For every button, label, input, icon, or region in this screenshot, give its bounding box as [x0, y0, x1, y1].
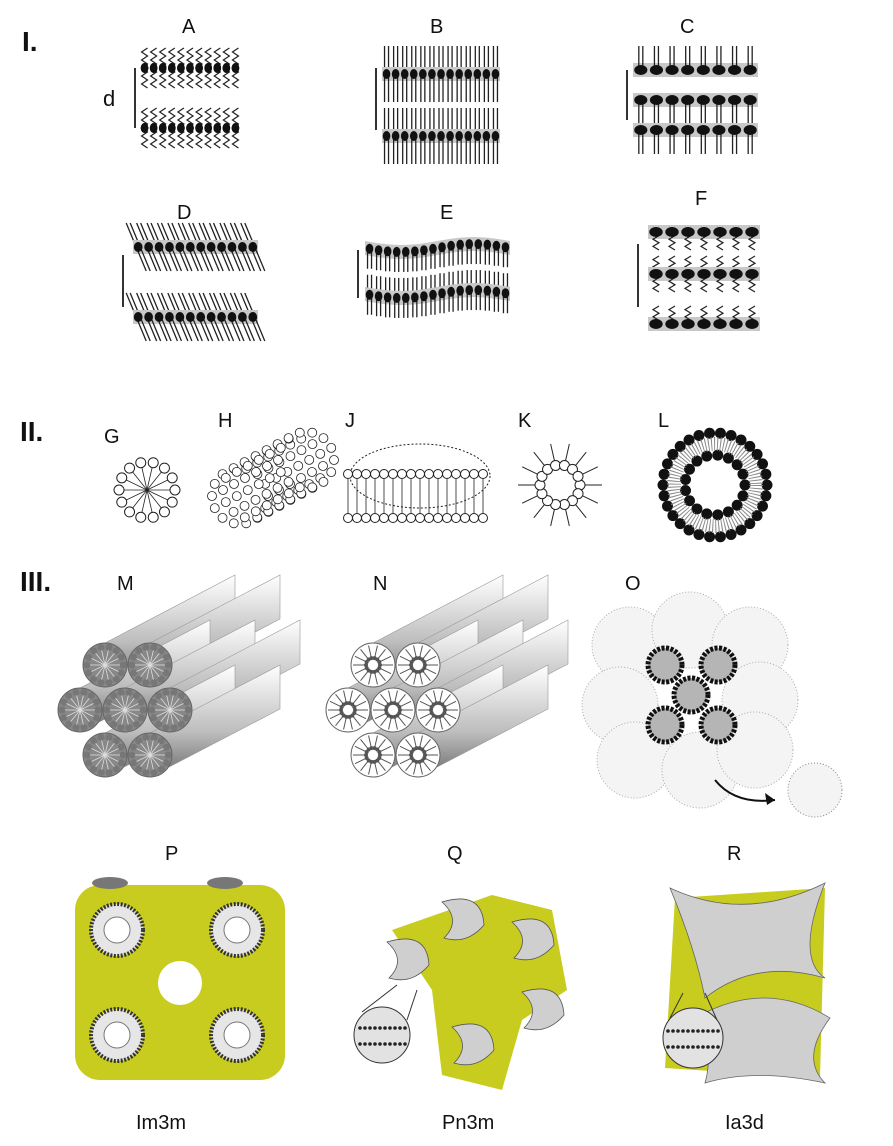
panel-label-O: O [625, 573, 641, 595]
panel-label-G: G [104, 426, 120, 448]
panel-label-K: K [518, 410, 532, 432]
rippled-lamellar-phase-e-diagram [357, 237, 510, 318]
d-spacing-label: d [103, 86, 116, 111]
cubic-phase-pn3m-diagram [353, 895, 567, 1090]
panel-label-F: F [695, 188, 708, 210]
panel-label-H: H [218, 410, 233, 432]
reverse-micelle-diagram [518, 443, 602, 527]
lamellar-phase-c-diagram [626, 46, 758, 154]
lamellar-phase-a-diagram [134, 47, 240, 149]
inverse-hexagonal-phase-diagram [325, 574, 569, 778]
lamellar-phase-b-diagram [375, 46, 500, 164]
section-label-III: III. [20, 566, 52, 597]
section-label-II: II. [20, 416, 44, 447]
panel-label-J: J [345, 410, 355, 432]
disc-micelle-diagram [343, 443, 491, 523]
hexagonal-phase-cylinders-diagram [57, 574, 301, 778]
panel-label-R: R [727, 843, 742, 865]
panel-label-L: L [658, 410, 670, 432]
panel-label-M: M [117, 573, 134, 595]
panel-label-E: E [440, 202, 454, 224]
cubic-phase-ia3d-diagram [662, 882, 831, 1084]
section-label-I: I. [22, 26, 38, 57]
caption-ia3d: Ia3d [725, 1112, 764, 1134]
panel-label-B: B [430, 16, 444, 38]
panel-label-N: N [373, 573, 388, 595]
cylindrical-micelle-diagram [207, 427, 339, 529]
caption-pn3m: Pn3m [442, 1112, 495, 1134]
panel-label-C: C [680, 16, 695, 38]
micellar-cubic-phase-diagram [581, 591, 843, 818]
vesicle-diagram [657, 427, 773, 543]
panel-label-Q: Q [447, 843, 463, 865]
panel-label-P: P [165, 843, 179, 865]
caption-im3m: Im3m [136, 1112, 186, 1134]
lamellar-phase-f-diagram [637, 225, 760, 331]
spherical-micelle-diagram [113, 457, 181, 523]
cubic-phase-im3m-diagram [75, 877, 285, 1080]
tilted-lamellar-phase-d-diagram [122, 222, 266, 342]
panel-label-D: D [177, 202, 192, 224]
panel-label-A: A [182, 16, 196, 38]
